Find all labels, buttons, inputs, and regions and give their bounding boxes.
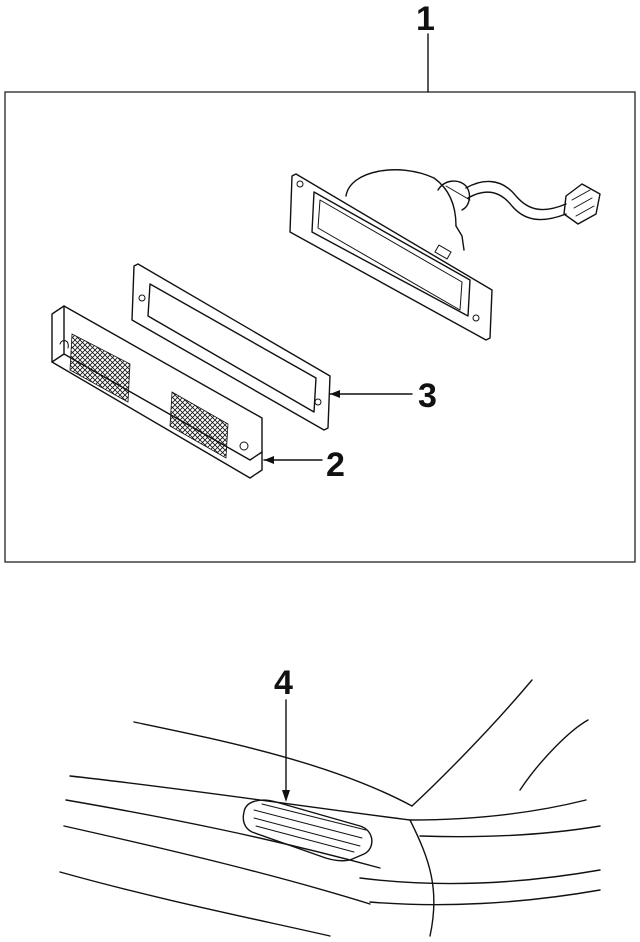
- bumper-panel: [59, 679, 601, 937]
- assembly-box: [4, 91, 636, 563]
- callout-3-label: 3: [418, 377, 437, 415]
- lamp-housing: [289, 169, 601, 341]
- callout-4: 4: [274, 664, 293, 802]
- callout-2-label: 2: [326, 446, 345, 484]
- lens: [51, 305, 263, 479]
- callout-2: 2: [263, 446, 345, 484]
- callout-1: 1: [416, 0, 435, 93]
- side-marker: [242, 799, 373, 862]
- callout-1-label: 1: [416, 0, 435, 38]
- gasket: [131, 263, 331, 431]
- callout-4-label: 4: [274, 664, 293, 702]
- callout-3: 3: [329, 377, 437, 415]
